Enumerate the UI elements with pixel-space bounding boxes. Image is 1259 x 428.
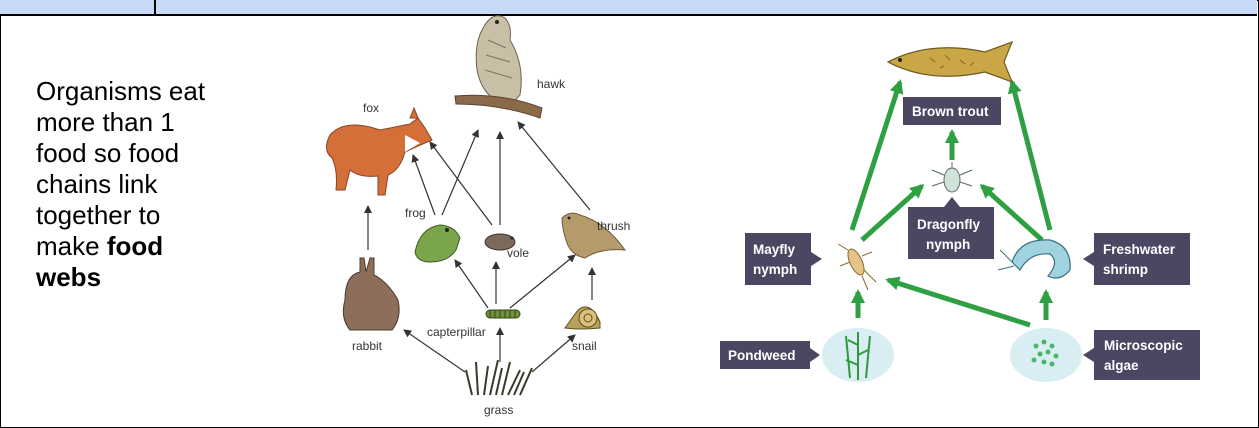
pondweed-icon [822, 328, 894, 382]
dragonfly-nymph-icon [932, 162, 972, 192]
mayfly-nymph-icon [838, 244, 876, 290]
freshwater-shrimp-icon [998, 240, 1070, 278]
label-shrimp-1: Freshwater [1103, 242, 1176, 257]
label-box-dragonfly-nymph: Dragonfly nymph [908, 197, 994, 259]
label-box-mayfly-nymph: Mayfly nymph [745, 233, 822, 285]
label-pondweed: Pondweed [728, 348, 796, 363]
label-mayfly-1: Mayfly [753, 242, 796, 257]
microscopic-algae-icon [1010, 328, 1082, 382]
label-box-pondweed: Pondweed [720, 341, 820, 369]
arrow-algae-mayfly [888, 280, 1030, 325]
label-shrimp-2: shrimp [1103, 262, 1148, 277]
arrow-mayfly-trout [852, 82, 900, 230]
label-dragonfly-1: Dragonfly [917, 217, 980, 232]
brown-trout-icon [888, 42, 1012, 82]
label-box-brown-trout: Brown trout [903, 97, 1001, 125]
label-dragonfly-2: nymph [926, 237, 970, 252]
label-algae-2: algae [1104, 358, 1139, 373]
label-box-freshwater-shrimp: Freshwater shrimp [1083, 233, 1190, 285]
label-brown-trout: Brown trout [912, 104, 989, 119]
label-box-microscopic-algae: Microscopic algae [1083, 330, 1200, 380]
label-algae-1: Microscopic [1104, 338, 1183, 353]
label-mayfly-2: nymph [753, 262, 797, 277]
arrow-shrimp-trout [1012, 82, 1050, 230]
